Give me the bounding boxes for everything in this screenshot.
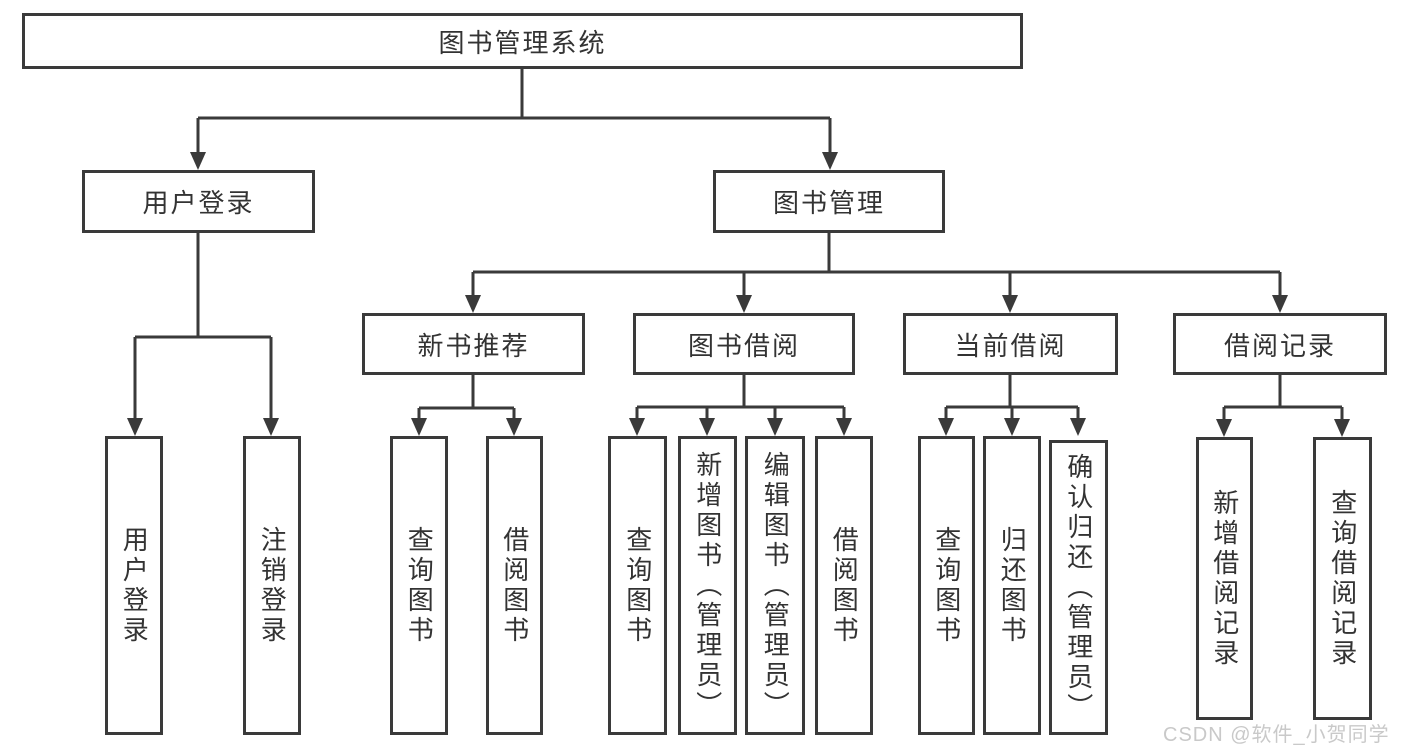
node-borrowing-records: 借阅记录 [1173,313,1387,375]
node-label: 新书推荐 [417,330,530,361]
leaf-borrow-borrow-books: 借阅图书 [815,436,873,735]
leaf-borrow-edit-books-admin: 编辑图书（管理员） [745,436,805,735]
connector-line [133,69,1344,420]
leaf-newbook-query-books: 查询图书 [390,436,448,735]
watermark: CSDN @软件_小贺同学 [1163,724,1390,746]
leaf-current-confirm-return-admin: 确认归还（管理员） [1049,440,1108,735]
leaf-current-return-books: 归还图书 [983,436,1041,735]
leaf-records-add-borrow-record: 新增借阅记录 [1196,437,1253,720]
node-root-system: 图书管理系统 [22,13,1023,69]
node-label: 编辑图书（管理员） [760,450,791,721]
node-label: 注销登录 [257,525,288,646]
node-label: 归还图书 [997,525,1028,646]
node-label: 图书借阅 [687,330,800,361]
node-label: 查询图书 [622,525,653,646]
leaf-logout-login: 注销登录 [243,436,301,735]
leaf-newbook-borrow-books: 借阅图书 [486,436,543,735]
node-label: 借阅图书 [499,525,530,646]
node-new-book-recommend: 新书推荐 [362,313,585,375]
arrowhead-icons [127,152,1350,437]
node-label: 用户登录 [119,525,150,646]
leaf-borrow-query-books: 查询图书 [608,436,667,735]
leaf-current-query-books: 查询图书 [918,436,975,735]
node-book-management: 图书管理 [713,170,945,233]
node-label: 查询图书 [931,525,962,646]
node-label: 借阅记录 [1223,330,1336,361]
node-label: 图书管理系统 [438,27,607,58]
node-label: 借阅图书 [829,525,860,646]
node-label: 新增借阅记录 [1209,488,1240,669]
leaf-user-login: 用户登录 [105,436,163,735]
node-label: 当前借阅 [954,330,1067,361]
node-user-login-branch: 用户登录 [82,170,315,233]
node-label: 查询图书 [404,525,435,646]
node-label: 用户登录 [142,188,255,218]
node-book-borrowing: 图书借阅 [633,313,855,375]
node-label: 查询借阅记录 [1327,488,1358,669]
node-label: 图书管理 [772,188,885,218]
node-label: 确认归还（管理员） [1063,452,1094,723]
leaf-records-query-borrow-record: 查询借阅记录 [1313,437,1372,720]
leaf-borrow-add-books-admin: 新增图书（管理员） [678,436,737,735]
node-current-borrowing: 当前借阅 [903,313,1118,375]
node-label: 新增图书（管理员） [692,450,723,721]
